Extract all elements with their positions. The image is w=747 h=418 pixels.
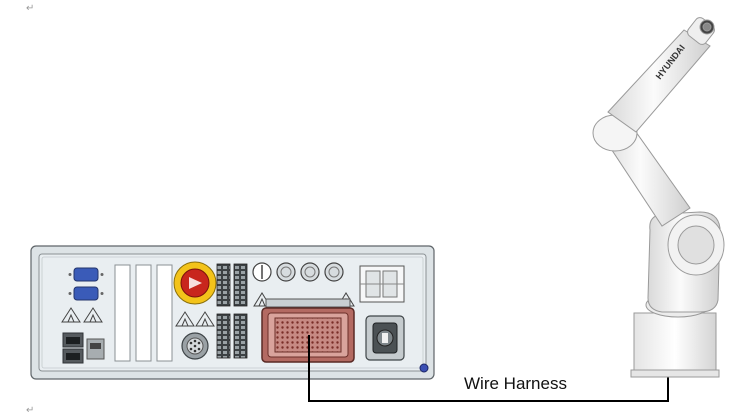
emergency-stop-button: [173, 261, 217, 305]
robot-arm: [592, 17, 725, 378]
ground-screw: [419, 363, 429, 373]
vent-module: [359, 265, 405, 303]
ethernet-ports: [62, 332, 105, 364]
warning-label-icon: [175, 311, 215, 327]
paragraph-mark-bottom: ↵: [26, 405, 35, 416]
terminal-blocks: [216, 263, 248, 359]
round-switches: [252, 262, 344, 282]
paragraph-mark-top: ↵: [26, 3, 35, 14]
serial-port-2: [68, 286, 104, 301]
power-inlet: [365, 315, 405, 361]
serial-port-1: [68, 267, 104, 282]
wire-harness-label: Wire Harness: [464, 374, 567, 393]
wire-harness-cable: [308, 335, 669, 402]
circular-connector: [181, 332, 209, 360]
warning-label-icon: [61, 307, 103, 323]
expansion-slots: [114, 264, 173, 362]
